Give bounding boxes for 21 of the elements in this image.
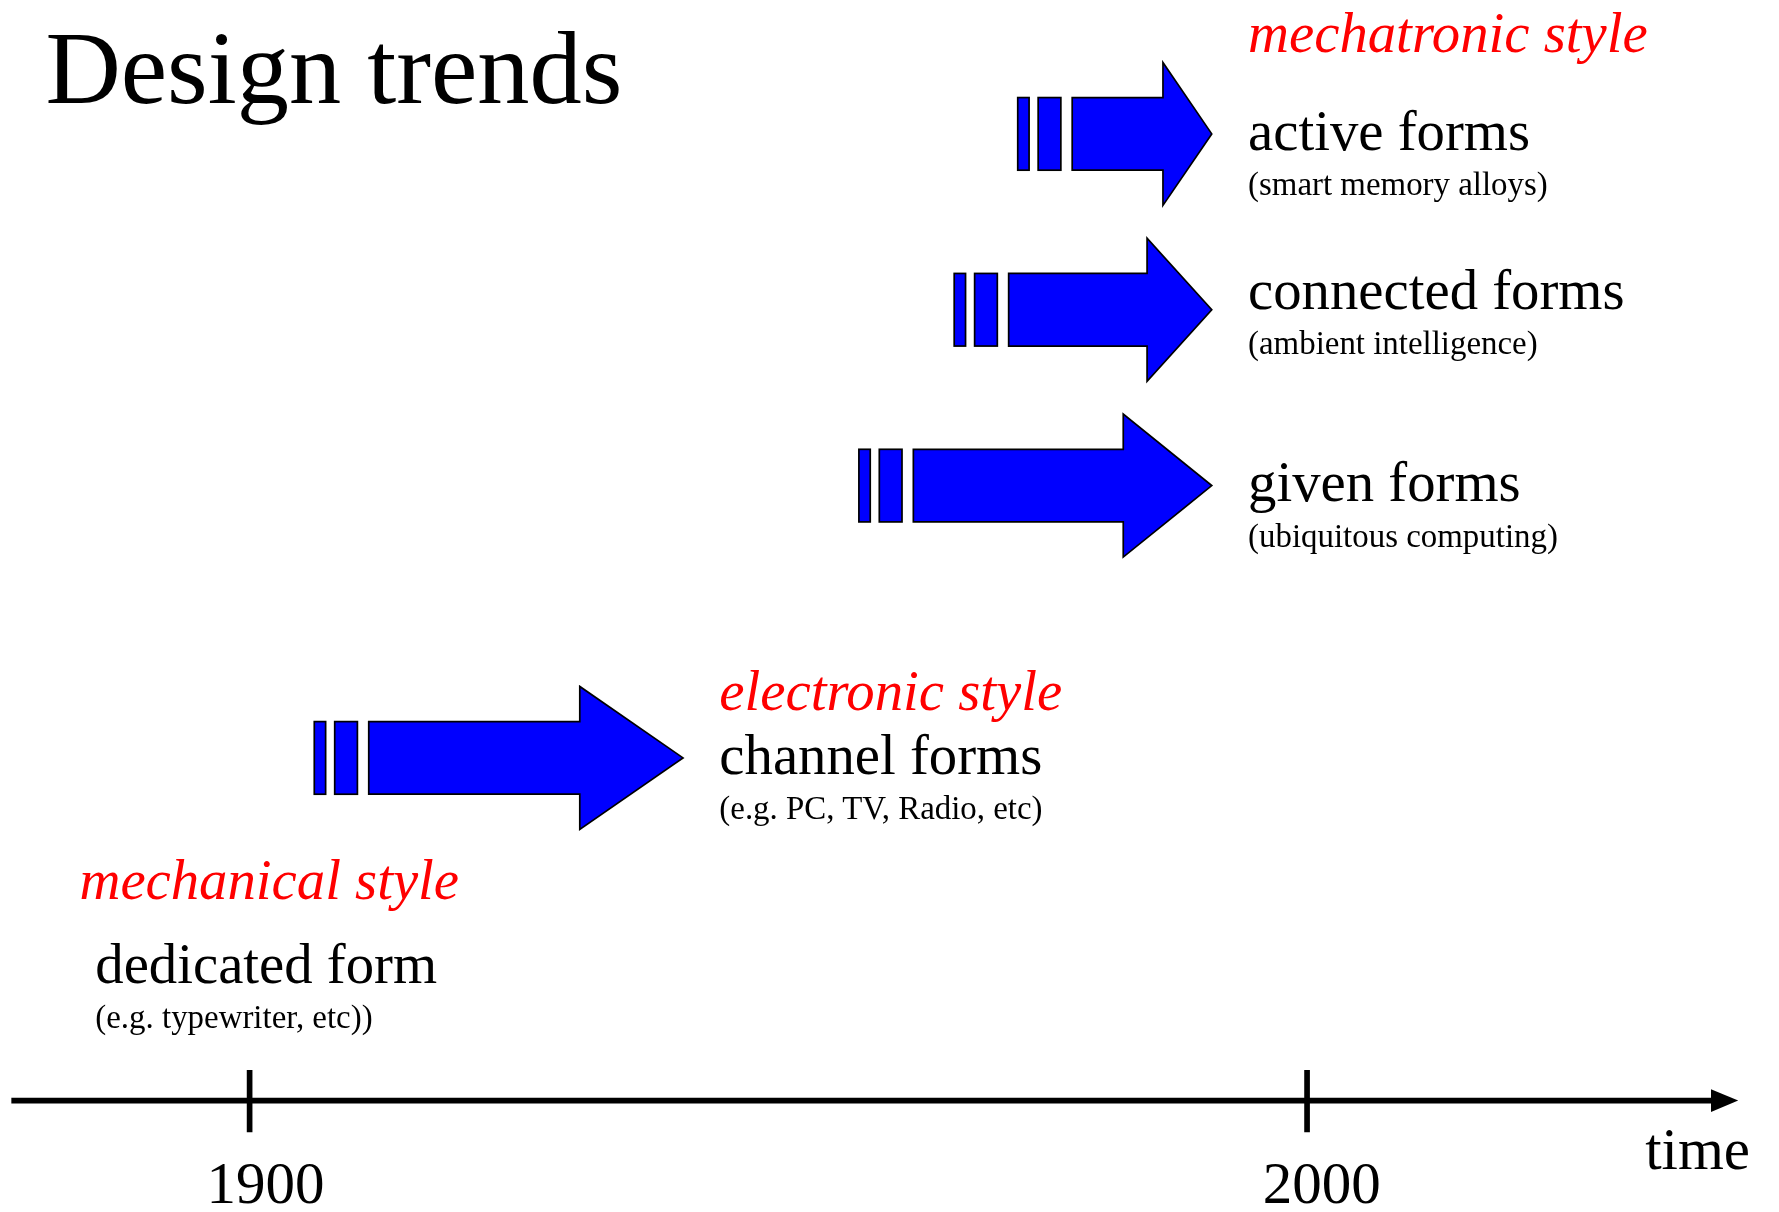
form-heading: channel forms: [719, 723, 1043, 787]
example-note: (e.g. PC, TV, Radio, etc): [719, 790, 1043, 827]
block-arrow: [313, 684, 685, 831]
example-note: (ambient intelligence): [1248, 325, 1539, 362]
form-heading: given forms: [1248, 451, 1522, 514]
form-heading: dedicated form: [95, 932, 438, 996]
example-note: (smart memory alloys): [1248, 166, 1548, 203]
style-heading: mechatronic style: [1248, 2, 1648, 65]
axis-label: time: [1645, 1116, 1751, 1182]
example-note: (e.g. typewriter, etc)): [95, 999, 374, 1036]
year-label: 1900: [206, 1150, 325, 1212]
example-note: (ubiquitous computing): [1248, 518, 1558, 555]
block-arrow: [953, 236, 1213, 384]
form-heading: connected forms: [1248, 258, 1625, 322]
style-heading: electronic style: [719, 660, 1063, 723]
block-arrow: [858, 412, 1214, 559]
style-heading: mechanical style: [79, 848, 460, 912]
block-arrow: [1016, 59, 1213, 209]
title: Design trends: [45, 11, 623, 127]
year-label: 2000: [1262, 1150, 1381, 1212]
form-heading: active forms: [1248, 99, 1532, 163]
